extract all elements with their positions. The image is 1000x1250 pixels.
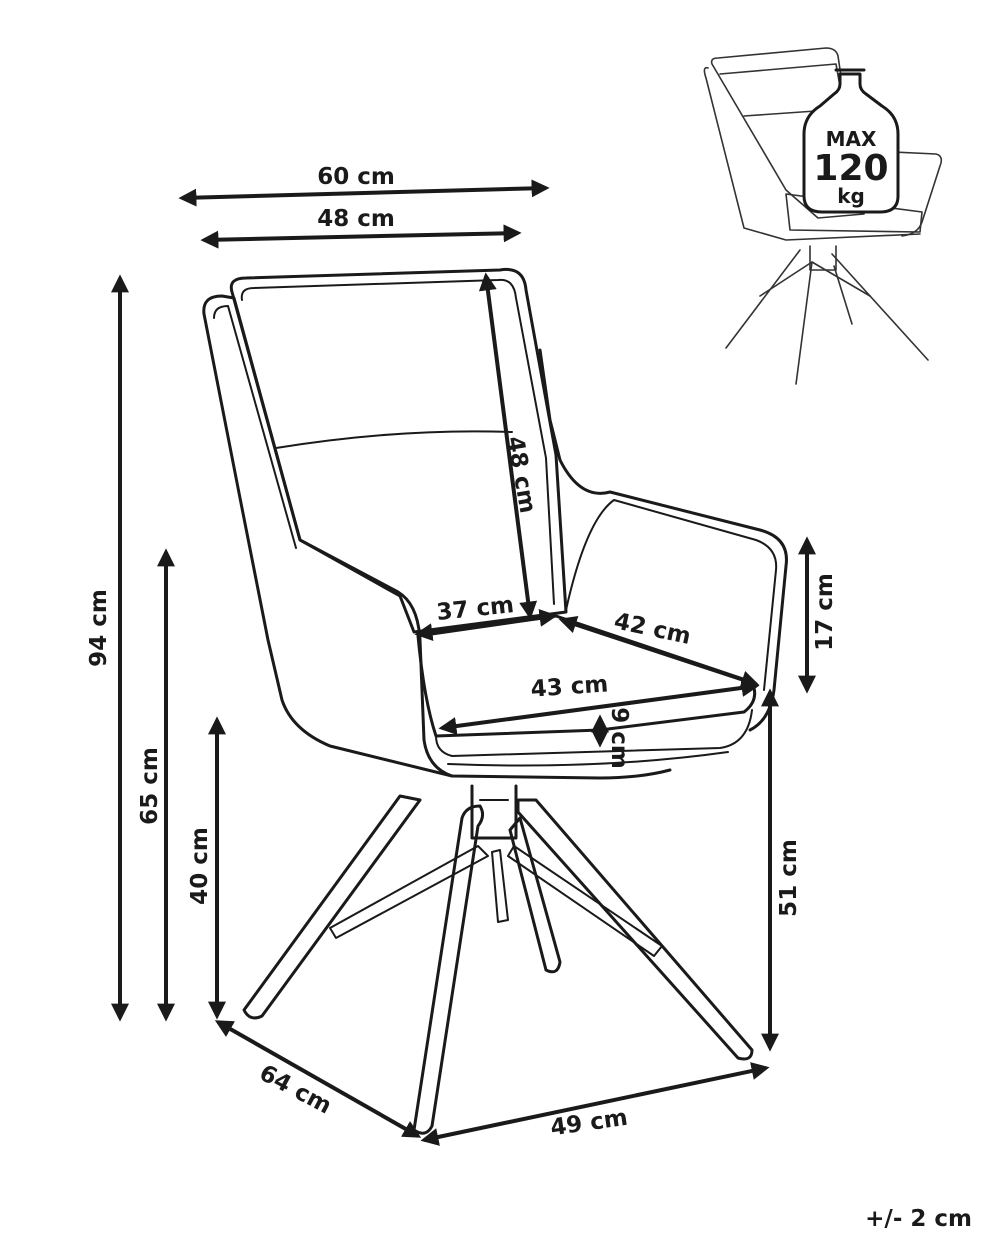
label-backrest-height: 48 cm [501,434,540,515]
arrow-seat-depth [558,615,760,689]
swivel-column [470,784,518,840]
label-seat-frame-height: 40 cm [187,827,213,905]
max-load-unit: kg [837,184,865,208]
arrow-seat-width [414,608,558,642]
mini-chair-illustration: MAX 120 kg [703,47,943,385]
dimension-arrows [111,179,816,1146]
arrow-total-width [178,179,550,207]
max-label: MAX [826,127,877,151]
arrow-base-width [420,1062,770,1146]
label-seat-height: 51 cm [776,839,802,917]
max-load-badge: MAX 120 kg [802,68,900,214]
chair-drawing [202,267,788,1135]
backrest-seam [275,430,513,449]
backrest-front [229,267,568,634]
label-seat-thickness: 9 cm [606,707,632,769]
label-inner-width: 48 cm [317,206,395,232]
dimension-labels: 60 cm 48 cm 94 cm 65 cm 40 cm 48 cm 37 c… [86,164,972,1232]
label-total-width: 60 cm [317,164,395,190]
max-load-value: 120 [813,148,888,189]
shell-outer [202,312,454,778]
label-total-height: 94 cm [86,589,112,667]
arrow-inner-width [200,224,522,249]
label-armrest-height: 65 cm [137,747,163,825]
label-base-depth: 64 cm [255,1060,336,1119]
chair-legs [242,794,754,1135]
arrow-seat-front-width [438,678,760,736]
label-seat-depth: 42 cm [612,608,693,650]
label-armrest-rise: 17 cm [812,573,838,651]
arrow-base-depth [214,1020,422,1138]
tolerance-note: +/- 2 cm [865,1206,972,1232]
label-seat-front-width: 43 cm [530,671,609,702]
arrow-backrest-height [478,272,538,620]
